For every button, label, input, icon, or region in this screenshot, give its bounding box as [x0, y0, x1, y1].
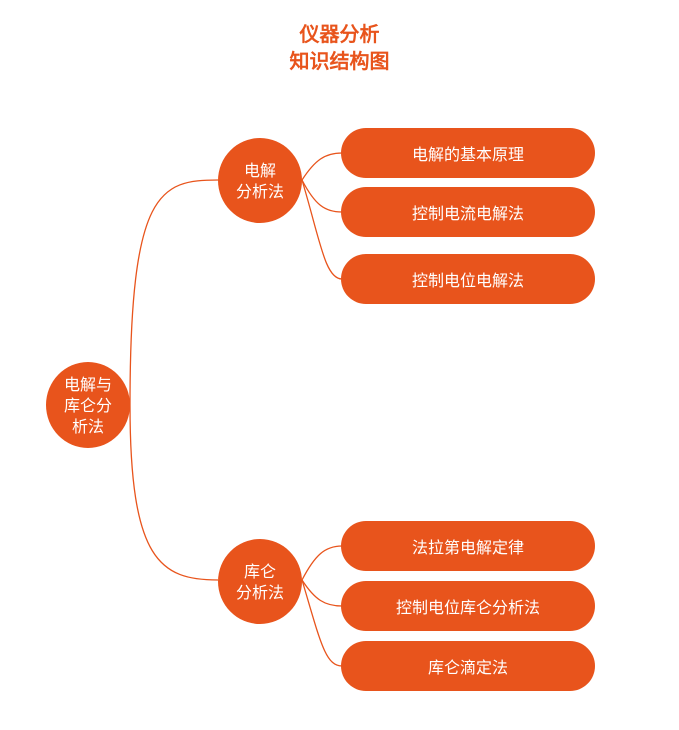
leaf-node: 控制电流电解法 [341, 187, 595, 237]
link-branch-2-child-2 [301, 579, 343, 607]
diagram-title-line-2: 知识结构图 [289, 49, 390, 73]
leaf-node: 库仑滴定法 [341, 641, 595, 691]
link-branch-1-child-2 [301, 179, 343, 213]
branch-node-coulometry: 库仑 分析法 [218, 539, 302, 624]
leaf-node: 控制电位电解法 [341, 254, 595, 304]
link-branch-1-child-3 [301, 179, 343, 280]
leaf-node: 电解的基本原理 [341, 128, 595, 178]
diagram-title-line-1: 仪器分析 [299, 22, 380, 46]
link-root-branch-1 [129, 179, 219, 406]
leaf-node: 控制电位库仑分析法 [341, 581, 595, 631]
link-root-branch-2 [129, 404, 219, 581]
link-branch-2-child-3 [301, 579, 343, 667]
leaf-node: 法拉第电解定律 [341, 521, 595, 571]
branch-node-electrolysis: 电解 分析法 [218, 138, 302, 223]
root-node: 电解与 库仑分 析法 [46, 362, 130, 448]
link-branch-1-child-1 [301, 152, 343, 181]
link-branch-2-child-1 [301, 545, 343, 581]
